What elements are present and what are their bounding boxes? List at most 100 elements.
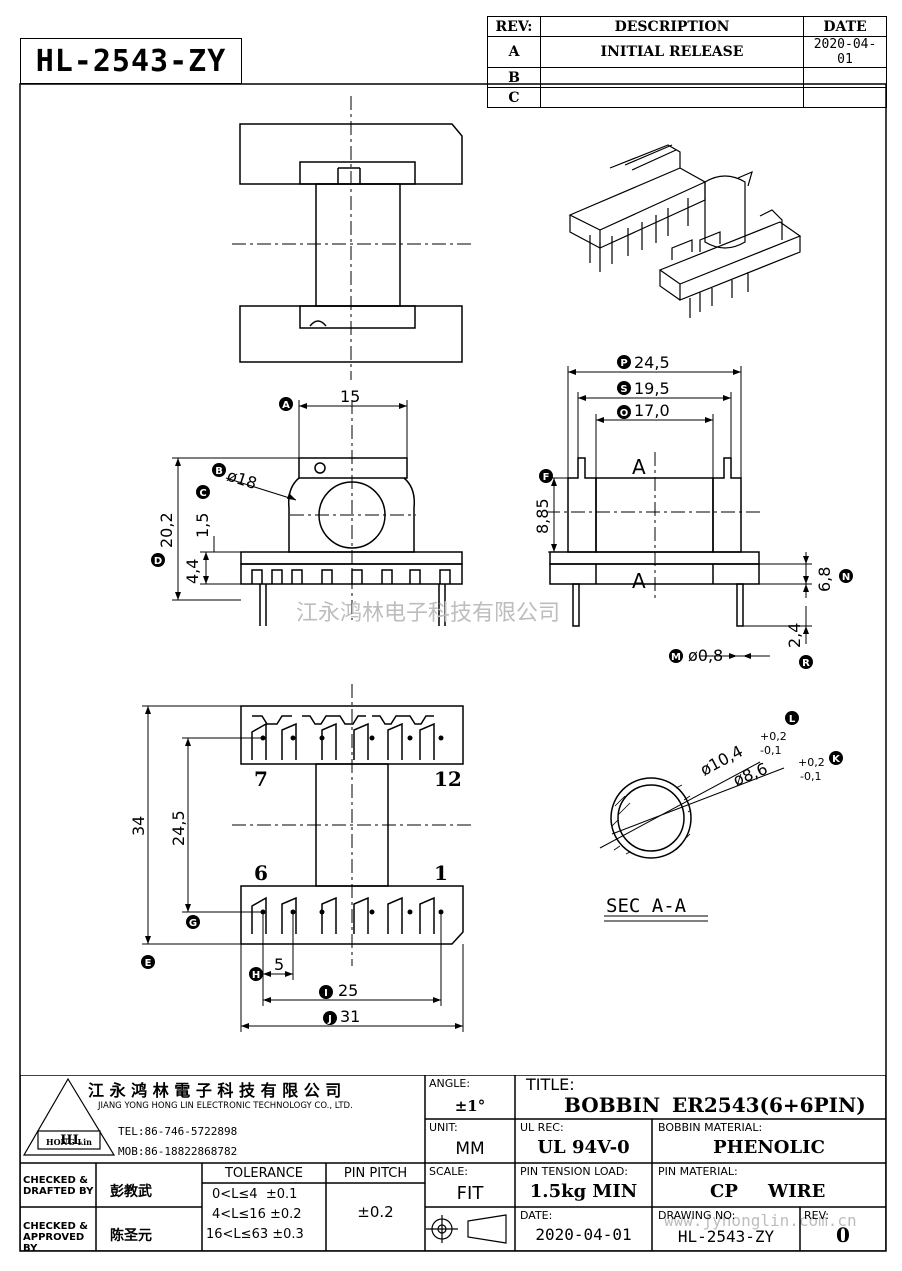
dim-overall-height: 20,2 — [157, 512, 176, 548]
drawing-no-value: HL-2543-ZY — [677, 1227, 775, 1246]
dim-pin-length: 2,4 — [785, 623, 804, 648]
company-name-cn: 江 永 鸿 林 電 子 科 技 有 限 公 司 — [88, 1081, 342, 1100]
ul-label: UL REC: — [520, 1121, 564, 1134]
svg-text:F: F — [543, 472, 550, 483]
pin-number-12: 12 — [434, 767, 462, 791]
ul-value: UL 94V-0 — [537, 1137, 630, 1158]
tolerance-row-3: 16<L≤63 ±0.3 — [206, 1227, 304, 1242]
rev-b-description — [540, 67, 804, 88]
top-view — [239, 123, 463, 363]
svg-text:K: K — [832, 754, 841, 765]
dim-overall-length: 34 — [129, 816, 148, 836]
checked-drafted-label: CHECKED & DRAFTED BY — [23, 1175, 94, 1197]
date-header: DATE — [803, 16, 887, 37]
rev-a-date: 2020-04-01 — [803, 36, 887, 68]
angle-label: ANGLE: — [429, 1077, 471, 1090]
pin-material-value-2: WIRE — [768, 1181, 826, 1202]
callout-e: E — [141, 955, 155, 969]
dim-width-o: 17,0 — [634, 401, 670, 420]
callout-g: G — [186, 915, 200, 929]
tol-plus-l: +0,2 — [760, 730, 787, 743]
svg-text:C: C — [199, 488, 206, 499]
svg-text:B: B — [215, 466, 223, 477]
svg-text:L: L — [789, 714, 796, 725]
dim-pin-diameter: ø0,8 — [688, 646, 723, 665]
svg-text:H: H — [252, 970, 260, 981]
section-a-a — [610, 777, 692, 859]
scale-label: SCALE: — [429, 1165, 468, 1178]
tolerance-row-2: 4<L≤16 ±0.2 — [212, 1207, 302, 1222]
pin-material-value-1: CP — [710, 1181, 738, 1202]
checked-approved-label: CHECKED & APPROVED BY — [23, 1221, 88, 1254]
bobbin-material-value: PHENOLIC — [713, 1137, 825, 1158]
rev-b-date — [803, 67, 887, 88]
rev-c-description — [540, 87, 804, 108]
rev-c-date — [803, 87, 887, 108]
company-mob: MOB:86-18822868782 — [118, 1145, 238, 1158]
section-mark-top: A — [632, 455, 646, 479]
company-name-en: JIANG YONG HONG LIN ELECTRONIC TECHNOLOG… — [98, 1101, 353, 1111]
svg-text:A: A — [282, 400, 290, 411]
pin-material-label: PIN MATERIAL: — [658, 1165, 738, 1178]
dim-top-width: 15 — [340, 387, 360, 406]
rev-a-description: INITIAL RELEASE — [540, 36, 804, 68]
date-label: DATE: — [520, 1209, 553, 1222]
callout-s: S — [617, 381, 631, 395]
dim-width-s: 19,5 — [634, 379, 670, 398]
angle-value: ±1° — [454, 1097, 486, 1115]
tolerance-row-1: 0<L≤4 ±0.1 — [212, 1187, 298, 1202]
tol-minus-l: -0,1 — [760, 744, 781, 757]
bobbin-material-label: BOBBIN MATERIAL: — [658, 1121, 763, 1134]
checked-drafted-name: 彭教武 — [110, 1184, 152, 1200]
section-title: SEC A-A — [606, 895, 687, 917]
unit-value: MM — [455, 1139, 485, 1159]
dim-base-height: 4,4 — [183, 559, 202, 584]
title-label: TITLE: — [526, 1075, 575, 1094]
part-number-box: HL-2543-ZY — [20, 38, 242, 84]
svg-text:G: G — [189, 918, 197, 929]
callout-r: R — [799, 655, 813, 669]
callout-i: I — [319, 985, 333, 999]
callout-k: K — [829, 751, 843, 765]
dim-outer-diameter: ø18 — [225, 466, 260, 493]
rev-a: A — [487, 36, 541, 68]
title-block: HL HONG Lin 江 永 鸿 林 電 子 科 技 有 限 公 司 JIAN… — [20, 1075, 886, 1254]
scale-value: FIT — [456, 1183, 484, 1204]
logo-text: HL — [60, 1133, 82, 1148]
pin-number-7: 7 — [254, 767, 268, 791]
dim-width-p: 24,5 — [634, 353, 670, 372]
company-tel: TEL:86-746-5722898 — [118, 1125, 238, 1138]
title-value-1: BOBBIN — [564, 1093, 661, 1117]
revision-table: REV: DESCRIPTION DATE A INITIAL RELEASE … — [487, 16, 887, 108]
watermark-url: www.jyhonglin.com.cn — [664, 1211, 857, 1230]
checked-approved-name: 陈圣元 — [110, 1228, 152, 1244]
pin-number-6: 6 — [254, 861, 268, 885]
isometric-view — [568, 144, 802, 318]
rev-value: 0 — [836, 1223, 850, 1247]
svg-text:S: S — [620, 384, 627, 395]
callout-f: F — [539, 469, 553, 483]
title-value-2: ER2543(6+6PIN) — [672, 1093, 866, 1117]
rev-header: REV: — [487, 16, 541, 37]
callout-n: N — [839, 569, 853, 583]
rev-c: C — [487, 87, 541, 108]
callout-d: D — [151, 553, 165, 567]
rev-label: REV: — [804, 1209, 829, 1222]
callout-o: O — [617, 405, 631, 419]
dim-flange-gap: 1,5 — [193, 513, 212, 538]
unit-label: UNIT: — [429, 1121, 458, 1134]
callout-a: A — [279, 397, 293, 411]
watermark: 江永鸿林电子科技有限公司 — [296, 601, 560, 626]
dim-pin-span: 25 — [338, 981, 358, 1000]
tolerance-label: TOLERANCE — [224, 1166, 304, 1181]
tol-plus-k: +0,2 — [798, 756, 825, 769]
callout-m: M — [669, 649, 683, 663]
dim-row-spacing: 24,5 — [169, 810, 188, 846]
dim-overall-width: 31 — [340, 1007, 360, 1026]
svg-text:N: N — [842, 572, 850, 583]
svg-text:I: I — [324, 988, 328, 999]
callout-l: L — [785, 711, 799, 725]
svg-text:O: O — [620, 408, 629, 419]
company-logo — [22, 1077, 116, 1156]
